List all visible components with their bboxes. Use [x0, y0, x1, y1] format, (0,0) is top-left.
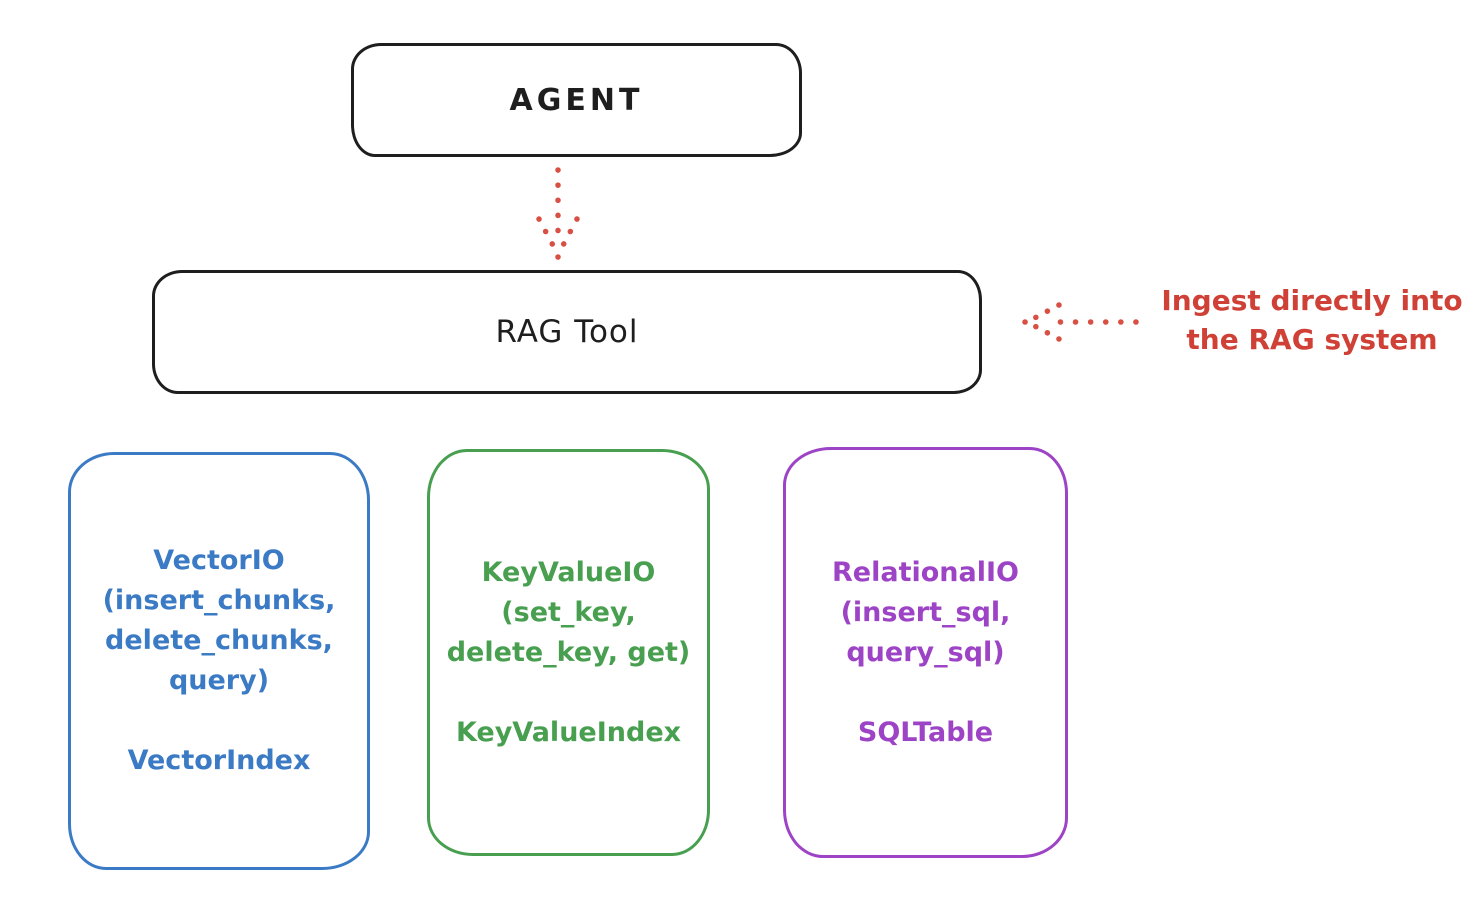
backend-line: (insert_chunks, [102, 585, 336, 616]
backend-line: query) [168, 665, 270, 696]
backend-line: query_sql) [846, 636, 1005, 668]
arrow-agent-to-rag-icon [536, 167, 580, 260]
backend-line: (insert_sql, [840, 596, 1011, 628]
backend-line: RelationalIO [832, 556, 1019, 588]
backend-line: (set_key, [501, 596, 636, 628]
rag-tool-label: RAG Tool [495, 314, 639, 350]
agent-node: AGENT [351, 43, 802, 157]
vector-io-box: VectorIO (insert_chunks, delete_chunks, … [68, 452, 370, 870]
backend-index-label: VectorIndex [127, 745, 311, 776]
agent-label: AGENT [509, 82, 644, 118]
backend-index-label: KeyValueIndex [455, 716, 682, 748]
relational-io-box: RelationalIO (insert_sql, query_sql) SQL… [783, 447, 1068, 858]
rag-tool-node: RAG Tool [152, 270, 982, 394]
keyvalue-io-box: KeyValueIO (set_key, delete_key, get) Ke… [427, 449, 710, 856]
ingest-annotation-line2: the RAG system [1186, 323, 1438, 356]
backend-line: delete_key, get) [446, 636, 691, 668]
backend-line: VectorIO [153, 545, 285, 576]
backend-line: delete_chunks, [105, 625, 333, 656]
arrow-ingest-to-rag-icon [1022, 302, 1139, 342]
backend-line: KeyValueIO [481, 556, 656, 588]
backend-index-label: SQLTable [857, 716, 994, 748]
ingest-annotation-line1: Ingest directly into [1161, 284, 1463, 317]
ingest-annotation: Ingest directly into the RAG system [1140, 281, 1484, 359]
